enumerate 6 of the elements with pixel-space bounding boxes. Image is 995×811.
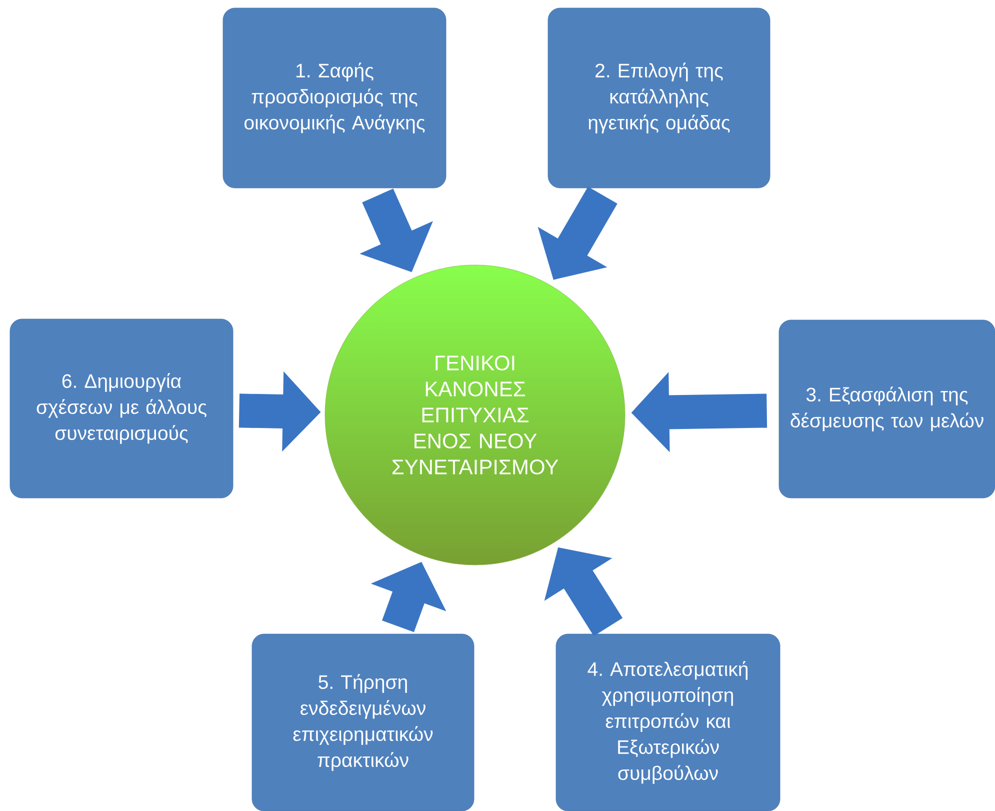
step-box: 5. Τήρηση ενδεδειγμένων επιχειρηματικών πρακτικών (252, 634, 474, 811)
step-box: 2. Επιλογή της κατάλληλης ηγετικής ομάδας (548, 8, 770, 188)
step-box: 3. Εξασφάλιση της δέσμευσης των μελών (778, 320, 995, 498)
step-box: 4. Αποτελεσματική χρησιμοποίηση επιτροπών και Εξωτερικών συμβούλων (556, 634, 780, 811)
step-box: 1. Σαφής προσδιορισμός της οικονομικής Ανάγκης (222, 8, 446, 188)
step-box: 6. Δημιουργία σχέσεων με άλλους συνεταιρισμούς (10, 318, 234, 498)
